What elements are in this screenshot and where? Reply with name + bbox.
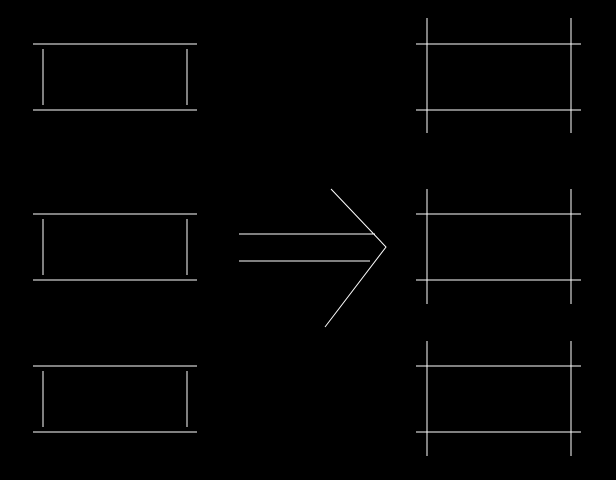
right-shape-3 (416, 341, 581, 456)
left-shape-1 (33, 43, 197, 111)
arrow-head (324, 188, 387, 328)
right-shape-1 (416, 18, 581, 133)
transform-arrow (239, 188, 387, 328)
left-shape-3 (33, 365, 197, 433)
right-shape-2 (416, 189, 581, 304)
left-shape-2 (33, 213, 197, 281)
